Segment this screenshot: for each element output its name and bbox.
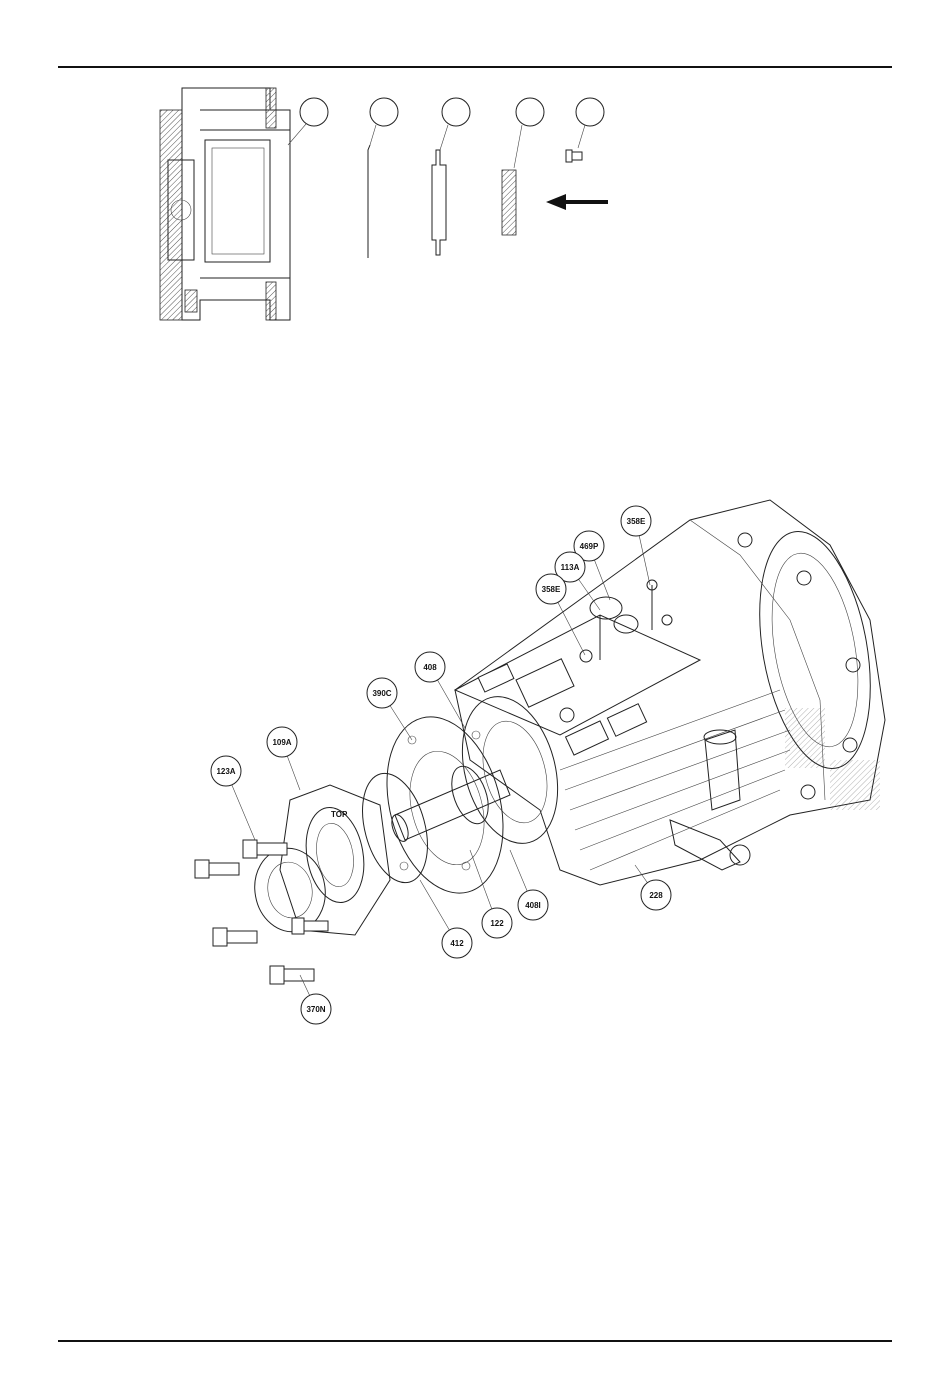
callout-label: 123A xyxy=(216,767,235,776)
gasket-390c xyxy=(369,704,522,906)
callout-358e_top: 358E xyxy=(621,506,651,585)
body-flange-face xyxy=(447,686,573,854)
callout-label: 113A xyxy=(561,563,580,572)
callout-label: 408I xyxy=(525,901,541,910)
callout-390c: 390C xyxy=(367,678,412,740)
callout-408i: 408I xyxy=(510,850,548,920)
callout-370n: 370N xyxy=(300,975,331,1024)
flange-mark: TOP xyxy=(331,810,348,819)
callout-label: 408 xyxy=(423,663,437,672)
callout-label: 358E xyxy=(627,517,646,526)
callout-label: 390C xyxy=(372,689,391,698)
shaft-part xyxy=(389,761,510,843)
gearbox-body xyxy=(455,500,887,885)
callout-412: 412 xyxy=(420,880,472,958)
callout-label: 370N xyxy=(306,1005,325,1014)
callout-123a: 123A xyxy=(211,756,255,840)
flange-109a: TOP xyxy=(248,785,390,937)
callout-label: 228 xyxy=(649,891,663,900)
callout-label: 122 xyxy=(490,919,504,928)
callout-109a: 109A xyxy=(267,727,300,790)
callout-label: 109A xyxy=(272,738,291,747)
callout-408: 408 xyxy=(415,652,465,728)
callout-label: 412 xyxy=(450,939,464,948)
callout-122: 122 xyxy=(470,850,512,938)
callout-label: 358E xyxy=(542,585,561,594)
callout-label: 469P xyxy=(580,542,599,551)
callout-358e_mid: 358E xyxy=(536,574,585,655)
